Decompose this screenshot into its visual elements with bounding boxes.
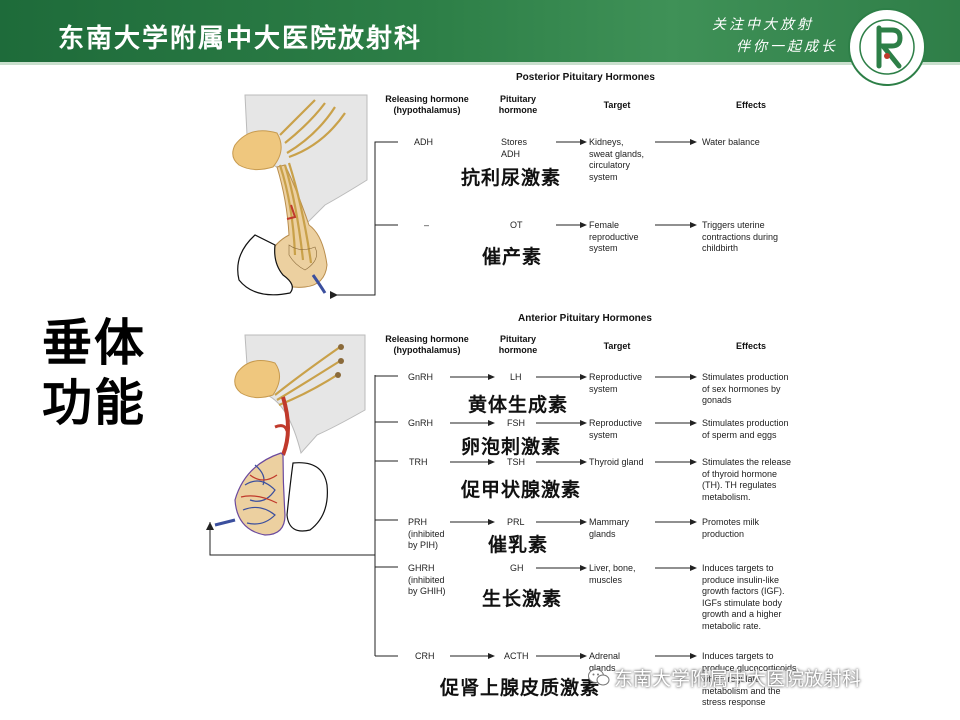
slogan-line-1: 关注中大放射 [712, 17, 814, 33]
table-cell-releasing: CRH [415, 651, 435, 661]
table-cell-hormone: PRL [507, 517, 525, 527]
table-cell-hormone: TSH [507, 457, 525, 467]
table-cell-hormone: OT [510, 220, 523, 230]
anterior-header-pituitary: Pituitary hormone [498, 334, 538, 355]
table-cell-hormone: FSH [507, 418, 525, 428]
posterior-header-effects: Effects [735, 100, 766, 110]
wechat-icon [588, 669, 610, 686]
anterior-section-title: Anterior Pituitary Hormones [518, 313, 652, 324]
anterior-header-releasing: Releasing hormone (hypothalamus) [385, 334, 469, 355]
posterior-header-pituitary: Pituitary hormone [498, 94, 538, 115]
table-cell-effect: Induces targets to produce insulin-like … [702, 563, 785, 631]
hormone-chinese-name: 黄体生成素 [468, 394, 569, 416]
hormone-chinese-name: 催产素 [482, 246, 543, 268]
table-cell-releasing: ADH [414, 137, 434, 147]
watermark-text: 东南大学附属中大医院放射科 [614, 668, 862, 690]
posterior-section-title: Posterior Pituitary Hormones [516, 72, 655, 83]
table-cell-effect: Stimulates the release of thyroid hormon… [702, 457, 792, 502]
side-title-line-1: 垂体 [42, 314, 146, 372]
table-cell-releasing: GnRH [408, 418, 434, 428]
table-cell-releasing: – [424, 220, 430, 230]
table-cell-effect: Water balance [702, 137, 760, 147]
flow-arrows [450, 141, 690, 657]
anterior-header-effects: Effects [735, 341, 766, 351]
table-cell-effect: Triggers uterine contractions during chi… [702, 220, 779, 253]
table-cell-releasing: GnRH [408, 372, 434, 382]
page-title: 东南大学附属中大医院放射科 [58, 24, 423, 54]
table-cell-target: Mammary glands [589, 517, 629, 539]
anterior-pituitary-illustration [214, 334, 366, 536]
table-cell-releasing: GHRH (inhibited by GHIH) [408, 563, 446, 596]
table-cell-releasing: PRH (inhibited by PIH) [408, 517, 445, 550]
hormone-chinese-name: 催乳素 [488, 534, 549, 556]
hormone-chinese-name: 促甲状腺激素 [461, 479, 582, 501]
table-cell-hormone: GH [510, 563, 524, 573]
posterior-header-target: Target [603, 100, 631, 110]
table-cell-target: Adrenal glands [589, 651, 621, 673]
table-cell-target: Reproductive system [589, 418, 643, 440]
hormone-chinese-name: 抗利尿激素 [461, 167, 562, 189]
table-cell-target: Liver, bone, muscles [589, 563, 636, 585]
table-cell-effect: Stimulates production of sperm and eggs [702, 418, 789, 440]
table-cell-hormone: Stores ADH [501, 137, 528, 159]
table-cell-effect: Induces targets to produce glucocorticoi… [702, 651, 800, 707]
table-cell-hormone: LH [510, 372, 522, 382]
table-cell-effect: Promotes milk production [702, 517, 760, 539]
table-cell-hormone: ACTH [504, 651, 529, 661]
table-cell-target: Female reproductive system [589, 220, 639, 253]
table-cell-target: Kidneys, sweat glands, circulatory syste… [589, 137, 645, 182]
slogan-line-2: 伴你一起成长 [736, 39, 838, 55]
posterior-header-releasing: Releasing hormone (hypothalamus) [385, 94, 469, 115]
table-cell-target: Thyroid gland [589, 457, 644, 467]
hospital-logo-icon [848, 8, 926, 86]
hormone-chinese-name: 卵泡刺激素 [461, 436, 562, 458]
hormone-chinese-name: 促肾上腺皮质激素 [440, 677, 601, 699]
table-cell-target: Reproductive system [589, 372, 643, 394]
header-banner: 东南大学附属中大医院放射科 关注中大放射 伴你一起成长 [0, 0, 960, 62]
posterior-pituitary-illustration [232, 94, 368, 296]
table-cell-effect: Stimulates production of sex hormones by… [702, 372, 789, 405]
hormone-chinese-name: 生长激素 [482, 588, 563, 610]
anterior-header-target: Target [603, 341, 631, 351]
table-cell-releasing: TRH [409, 457, 428, 467]
side-title-line-2: 功能 [42, 374, 146, 432]
header-divider [0, 62, 960, 65]
